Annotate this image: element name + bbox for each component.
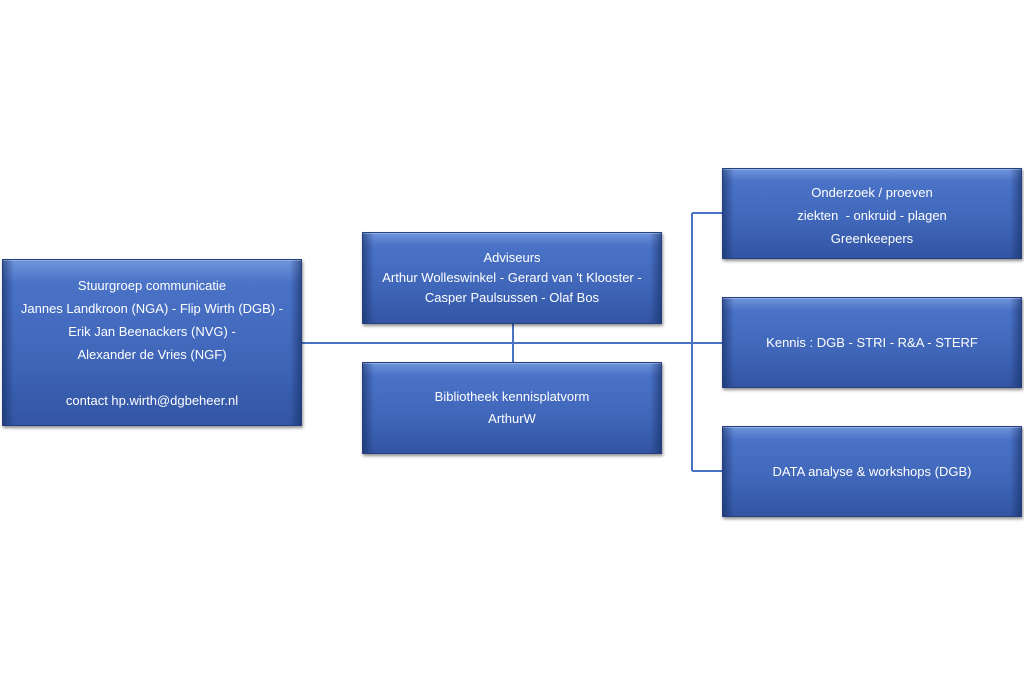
onderzoek-title: Onderzoek / proeven xyxy=(811,185,933,200)
kennis-label: Kennis : DGB - STRI - R&A - STERF xyxy=(766,334,978,350)
adviseurs-line-2: Casper Paulsussen - Olaf Bos xyxy=(424,290,600,305)
stuurgroep-box: Stuurgroep communicatie Jannes Landkroon… xyxy=(2,259,302,426)
onderzoek-audience: Greenkeepers xyxy=(830,231,914,246)
stuurgroep-members-line-2: Erik Jan Beenackers (NVG) - xyxy=(68,323,236,339)
stuurgroep-contact: contact hp.wirth@dgbeheer.nl xyxy=(65,392,239,408)
stuurgroep-members-line-1: Jannes Landkroon (NGA) - Flip Wirth (DGB… xyxy=(20,300,284,316)
adviseurs-title: Adviseurs xyxy=(483,250,541,265)
data-analyse-box: DATA analyse & workshops (DGB) xyxy=(722,426,1022,517)
adviseurs-line-1: Arthur Wolleswinkel - Gerard van 't Kloo… xyxy=(382,270,642,285)
bibliotheek-box: Bibliotheek kennisplatvorm ArthurW xyxy=(362,362,662,454)
onderzoek-box: Onderzoek / proeven ziekten - onkruid - … xyxy=(722,168,1022,259)
stuurgroep-title: Stuurgroep communicatie xyxy=(77,277,227,293)
bibliotheek-title: Bibliotheek kennisplatvorm xyxy=(434,389,590,404)
adviseurs-box: Adviseurs Arthur Wolleswinkel - Gerard v… xyxy=(362,232,662,324)
kennis-box: Kennis : DGB - STRI - R&A - STERF xyxy=(722,297,1022,388)
onderzoek-topics: ziekten - onkruid - plagen xyxy=(797,208,947,223)
data-analyse-label: DATA analyse & workshops (DGB) xyxy=(772,463,972,479)
stuurgroep-members-line-3: Alexander de Vries (NGF) xyxy=(77,346,227,362)
bibliotheek-subtitle: ArthurW xyxy=(488,411,536,426)
